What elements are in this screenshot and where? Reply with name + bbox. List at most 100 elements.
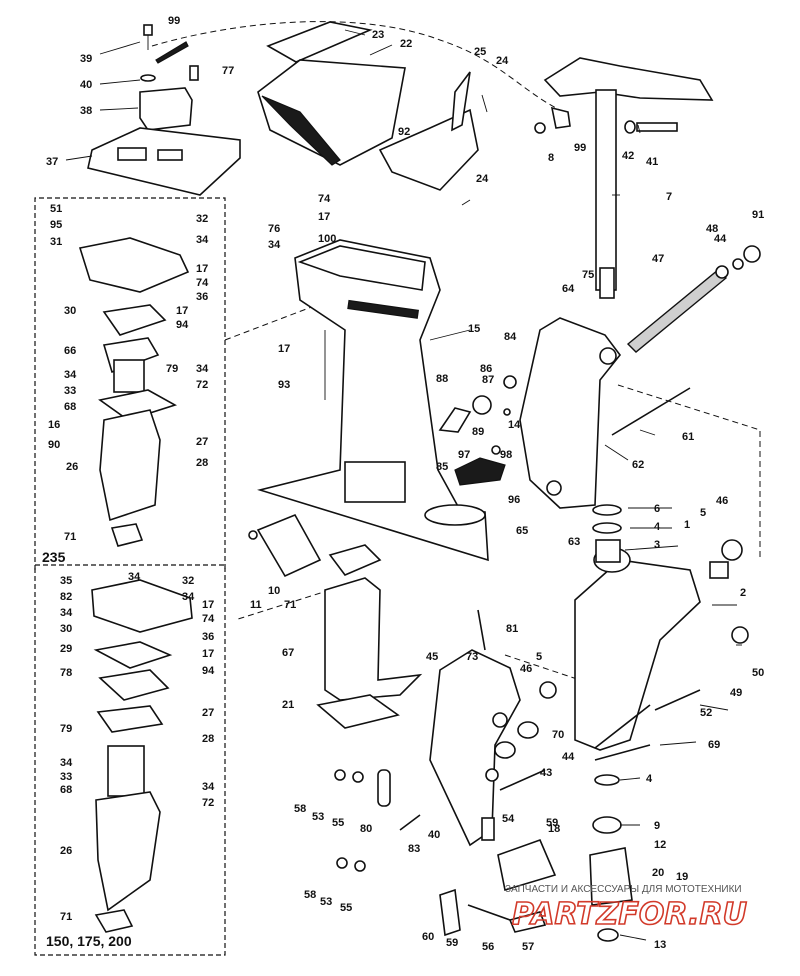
callout-55: 55 <box>332 817 344 829</box>
callout-94-b: 94 <box>202 665 215 677</box>
callout-83: 83 <box>408 843 420 855</box>
callout-34-housing: 34 <box>268 239 281 251</box>
friction-parts <box>438 375 517 486</box>
callout-30-b: 30 <box>60 623 72 635</box>
callout-22: 22 <box>400 38 412 50</box>
callout-86: 86 <box>480 363 492 375</box>
callout-49: 49 <box>730 687 742 699</box>
callout-43: 43 <box>540 767 552 779</box>
callout-64: 64 <box>562 283 575 295</box>
lower-box-components <box>91 579 193 933</box>
callout-18: 18 <box>548 823 560 835</box>
stern-bracket-right <box>574 547 749 751</box>
model-235-group: 235 <box>34 197 226 570</box>
bottom-cluster <box>334 769 633 937</box>
swivel-bracket <box>519 317 622 509</box>
steering-shaft <box>534 57 714 299</box>
callout-25: 25 <box>474 46 486 58</box>
upper-box-components <box>78 237 190 547</box>
callout-17-d: 17 <box>278 343 290 355</box>
callout-74-c: 74 <box>202 613 215 625</box>
callout-66: 66 <box>64 345 76 357</box>
callout-52: 52 <box>700 707 712 719</box>
callout-15: 15 <box>468 323 480 335</box>
callout-34-c: 34 <box>196 363 209 375</box>
callout-88: 88 <box>436 373 448 385</box>
callout-46: 46 <box>716 495 728 507</box>
callout-54: 54 <box>502 813 515 825</box>
model-label-235: 235 <box>42 549 66 565</box>
callout-24-lower: 24 <box>476 173 489 185</box>
callout-12: 12 <box>654 839 666 851</box>
watermark-tagline: ЗАПЧАСТИ И АКСЕССУАРЫ ДЛЯ МОТОТЕХНИКИ <box>505 884 742 895</box>
watermark-brand: PARTZFOR.RU <box>512 897 747 932</box>
callout-35: 35 <box>60 575 72 587</box>
callout-77: 77 <box>222 65 234 77</box>
callout-8: 8 <box>548 152 554 164</box>
model-label-150-175-200: 150, 175, 200 <box>46 933 132 949</box>
watermark: ЗАПЧАСТИ И АКСЕССУАРЫ ДЛЯ МОТОТЕХНИКИ PA… <box>505 884 748 933</box>
callout-31: 31 <box>50 236 62 248</box>
callout-48: 48 <box>706 223 718 235</box>
callout-59: 59 <box>546 817 558 829</box>
callout-75: 75 <box>582 269 594 281</box>
callout-40: 40 <box>80 79 92 91</box>
callout-17-f: 17 <box>202 648 214 660</box>
exhaust-parts <box>248 513 423 729</box>
callout-labels: 99 39 40 77 38 37 23 22 25 24 92 24 8 99… <box>46 15 764 953</box>
callout-58: 58 <box>294 803 306 815</box>
callout-17: 17 <box>196 263 208 275</box>
callout-95: 95 <box>50 219 62 231</box>
callout-72: 72 <box>196 379 208 391</box>
callout-58-b: 58 <box>304 889 316 901</box>
callout-34-b: 34 <box>64 369 77 381</box>
callout-69: 69 <box>708 739 720 751</box>
callout-9: 9 <box>654 820 660 832</box>
callout-17-housing: 17 <box>318 211 330 223</box>
callout-13: 13 <box>654 939 666 951</box>
callout-17-b: 17 <box>176 305 188 317</box>
callout-16: 16 <box>48 419 60 431</box>
callout-42: 42 <box>622 150 634 162</box>
bushings-washers <box>494 504 743 942</box>
callout-33-b: 33 <box>60 771 72 783</box>
callout-96: 96 <box>508 494 520 506</box>
callout-28-b: 28 <box>202 733 214 745</box>
bolts-pins <box>377 609 701 921</box>
callout-1: 1 <box>684 519 690 531</box>
callout-56: 56 <box>482 941 494 953</box>
callout-2: 2 <box>740 587 746 599</box>
callout-24: 24 <box>496 55 509 67</box>
callout-36: 36 <box>196 291 208 303</box>
callout-79: 79 <box>166 363 178 375</box>
tilt-tube <box>611 245 761 436</box>
callout-7: 7 <box>666 191 672 203</box>
callout-34-e: 34 <box>128 571 141 583</box>
callout-19: 19 <box>676 871 688 883</box>
drive-shaft-housing <box>257 239 489 562</box>
callout-79-b: 79 <box>60 723 72 735</box>
callout-14: 14 <box>508 419 521 431</box>
callout-5: 5 <box>700 507 706 519</box>
callout-87: 87 <box>482 374 494 386</box>
callout-67: 67 <box>282 647 294 659</box>
callout-20: 20 <box>652 867 664 879</box>
callout-3: 3 <box>654 539 660 551</box>
callout-4-b: 4 <box>646 773 653 785</box>
callout-91: 91 <box>752 209 764 221</box>
top-left-parts <box>87 24 241 196</box>
callout-37: 37 <box>46 156 58 168</box>
callout-39: 39 <box>80 53 92 65</box>
callout-68: 68 <box>64 401 76 413</box>
callout-78: 78 <box>60 667 72 679</box>
callout-71-c: 71 <box>60 911 72 923</box>
callout-29: 29 <box>60 643 72 655</box>
callout-98: 98 <box>500 449 512 461</box>
callout-99-shaft: 99 <box>574 142 586 154</box>
callout-92: 92 <box>398 126 410 138</box>
callout-21: 21 <box>282 699 294 711</box>
callout-61: 61 <box>682 431 694 443</box>
callout-97: 97 <box>458 449 470 461</box>
callout-65: 65 <box>516 525 528 537</box>
callout-30: 30 <box>64 305 76 317</box>
